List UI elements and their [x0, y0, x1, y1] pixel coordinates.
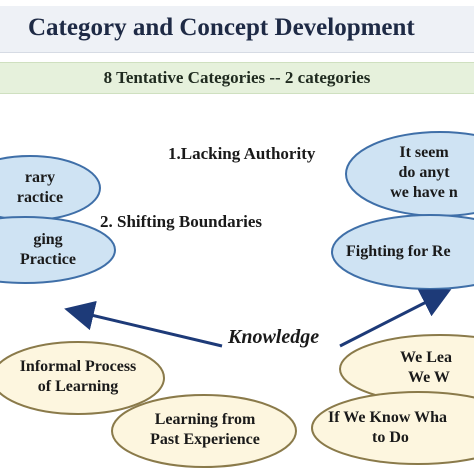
bottom-bubble-2 [111, 394, 297, 468]
bottom-bubble-2-line-2: Past Experience [150, 431, 260, 448]
subtitle-bar: 8 Tentative Categories -- 2 categories [0, 62, 474, 94]
label-knowledge: Knowledge [228, 326, 320, 348]
left-bubble-1-text: rary ractice [0, 168, 80, 208]
bottom-bubble-3-text: We Lea We W [400, 348, 474, 388]
diagram-subtitle: 8 Tentative Categories -- 2 categories [103, 68, 371, 87]
bottom-bubble-4 [311, 391, 474, 465]
left-bubble-1-line-1: rary [24, 169, 56, 186]
bottom-bubble-4-line-2: to Do [372, 429, 409, 446]
left-bubble-2-line-1: ging [33, 231, 63, 248]
right-bubble-1-line-3: we have n [390, 184, 458, 201]
label-shifting-boundaries: 2. Shifting Boundaries [100, 212, 263, 231]
right-bubble-2-line-1: Fighting for Re [346, 243, 451, 260]
left-bubble-1-line-2: ractice [16, 189, 64, 206]
left-bubble-2-text: ging Practice [0, 230, 96, 270]
right-bubble-1-line-1: It seem [399, 144, 449, 161]
right-bubble-1-text: It seem do anyt we have n [374, 143, 474, 203]
right-bubble-2-text: Fighting for Re [346, 242, 474, 262]
bottom-bubble-1-line-1: Informal Process [19, 358, 137, 375]
bottom-bubble-3-line-2: We W [408, 369, 450, 386]
bottom-bubble-1-line-2: of Learning [37, 378, 119, 395]
bottom-bubble-1 [0, 341, 165, 415]
bottom-bubble-4-text: If We Know Wha to Do [328, 408, 474, 448]
right-bubble-2 [331, 214, 474, 290]
left-bubble-2-line-2: Practice [20, 251, 76, 268]
label-lacking-authority: 1.Lacking Authority [168, 144, 316, 163]
bottom-bubble-2-line-1: Learning from [154, 411, 256, 428]
bottom-bubble-2-text: Learning from Past Experience [130, 410, 280, 450]
right-bubble-1-line-2: do anyt [398, 164, 450, 181]
left-bubble-2 [0, 216, 116, 284]
bottom-bubble-4-line-1: If We Know Wha [328, 409, 447, 426]
bottom-bubble-3-line-1: We Lea [400, 349, 452, 366]
title-bar: Category and Concept Development [0, 6, 474, 53]
bottom-bubble-1-text: Informal Process of Learning [0, 357, 156, 397]
diagram-title: Category and Concept Development [28, 14, 415, 41]
arrow-to-right [339, 289, 452, 348]
arrow-to-left [64, 300, 223, 348]
